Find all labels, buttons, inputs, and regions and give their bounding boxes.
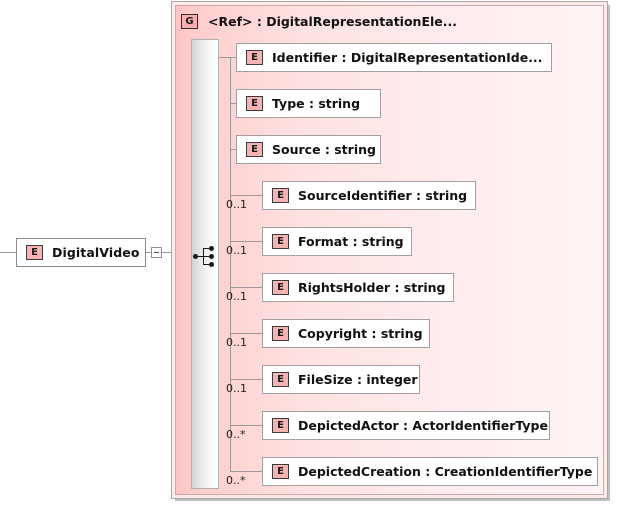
element-badge-icon: E: [272, 326, 289, 341]
branch-line: [230, 425, 262, 426]
root-to-toggle-line: [146, 252, 151, 253]
child-element-label: Source : string: [272, 142, 376, 157]
element-badge-icon: E: [272, 234, 289, 249]
branch-line: [230, 471, 262, 472]
element-badge-icon: E: [272, 188, 289, 203]
child-element-box[interactable]: E Copyright : string: [262, 319, 430, 348]
branch-line: [230, 149, 236, 150]
root-element-box-digitalvideo[interactable]: E DigitalVideo: [16, 238, 146, 267]
child-element-box[interactable]: E Identifier : DigitalRepresentationIde..…: [236, 43, 552, 72]
child-element-box[interactable]: E Type : string: [236, 89, 381, 118]
group-header[interactable]: G <Ref> : DigitalRepresentationEle...: [181, 12, 457, 31]
child-element-label: DepictedCreation : CreationIdentifierTyp…: [298, 464, 593, 479]
element-badge-icon: E: [246, 50, 263, 65]
incoming-connector-line: [0, 252, 16, 253]
branch-line: [230, 333, 262, 334]
branch-line: [230, 379, 262, 380]
root-element-label: DigitalVideo: [52, 245, 140, 260]
cardinality-label: 0..1: [226, 290, 247, 303]
child-element-label: RightsHolder : string: [298, 280, 446, 295]
element-badge-icon: E: [272, 280, 289, 295]
model-group-rail[interactable]: [191, 39, 219, 489]
cardinality-label: 0..1: [226, 198, 247, 211]
branch-line: [219, 57, 236, 58]
cardinality-label: 0..1: [226, 336, 247, 349]
child-element-label: DepictedActor : ActorIdentifierType: [298, 418, 548, 433]
child-element-label: SourceIdentifier : string: [298, 188, 468, 203]
sequence-compositor-icon: [193, 246, 219, 268]
child-element-label: Type : string: [272, 96, 361, 111]
collapse-minus-icon[interactable]: [151, 247, 162, 258]
child-element-box[interactable]: E RightsHolder : string: [262, 273, 454, 302]
group-title-label: <Ref> : DigitalRepresentationEle...: [208, 14, 457, 29]
element-badge-icon: E: [246, 96, 263, 111]
child-element-label: Format : string: [298, 234, 404, 249]
child-element-label: FileSize : integer: [298, 372, 418, 387]
element-badge-icon: E: [26, 245, 43, 260]
branch-trunk-line: [230, 57, 231, 471]
element-badge-icon: E: [272, 464, 289, 479]
cardinality-label: 0..*: [226, 474, 246, 487]
cardinality-label: 0..1: [226, 382, 247, 395]
child-element-box[interactable]: E DepictedCreation : CreationIdentifierTy…: [262, 457, 598, 486]
child-element-label: Copyright : string: [298, 326, 423, 341]
child-element-box[interactable]: E Format : string: [262, 227, 412, 256]
child-element-box[interactable]: E Source : string: [236, 135, 381, 164]
group-badge-icon: G: [181, 14, 198, 29]
element-badge-icon: E: [272, 372, 289, 387]
child-element-box[interactable]: E FileSize : integer: [262, 365, 420, 394]
child-element-box[interactable]: E SourceIdentifier : string: [262, 181, 476, 210]
branch-line: [230, 103, 236, 104]
child-element-box[interactable]: E DepictedActor : ActorIdentifierType: [262, 411, 550, 440]
element-badge-icon: E: [246, 142, 263, 157]
branch-line: [230, 241, 262, 242]
branch-line: [230, 195, 262, 196]
element-badge-icon: E: [272, 418, 289, 433]
cardinality-label: 0..1: [226, 244, 247, 257]
child-element-label: Identifier : DigitalRepresentationIde...: [272, 50, 543, 65]
cardinality-label: 0..*: [226, 428, 246, 441]
branch-line: [230, 287, 262, 288]
